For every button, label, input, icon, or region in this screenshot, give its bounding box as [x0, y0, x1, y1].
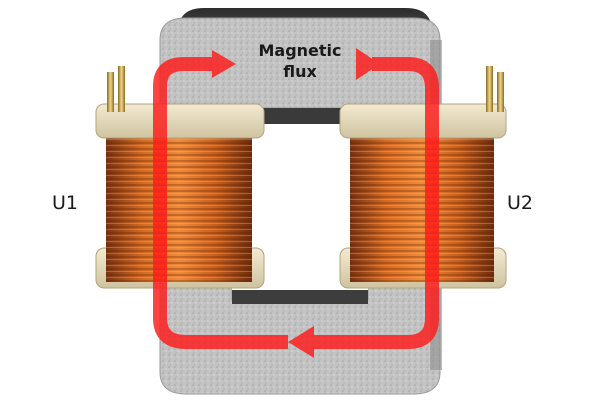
flux-arrow-top-right-icon — [356, 48, 380, 80]
primary-bobbin-top-flange — [95, 103, 265, 139]
core-window-top-depth — [232, 108, 368, 124]
primary-terminal-1 — [107, 72, 114, 112]
magnetic-flux-label: Magnetic flux — [236, 40, 364, 82]
primary-coil — [95, 66, 265, 289]
flux-arrow-top-left-icon — [212, 50, 236, 78]
secondary-bobbin-top-flange — [339, 103, 507, 139]
secondary-winding-lines — [350, 128, 494, 282]
primary-terminal-2 — [118, 66, 125, 112]
magnetic-flux-label-line1: Magnetic — [258, 41, 342, 60]
secondary-coil — [339, 66, 507, 289]
secondary-voltage-label: U2 — [507, 192, 533, 214]
magnetic-flux-label-line2: flux — [283, 62, 317, 81]
flux-loop — [153, 48, 439, 358]
core-window-bottom-depth — [232, 290, 368, 304]
secondary-terminal-1 — [486, 66, 493, 112]
primary-voltage-label: U1 — [52, 192, 78, 214]
secondary-terminal-2 — [497, 72, 504, 112]
flux-path-top-left — [153, 57, 214, 300]
flux-path-bottom-left — [153, 298, 288, 349]
primary-winding-lines — [106, 128, 252, 282]
flux-arrow-bottom-icon — [288, 326, 314, 358]
flux-path-right — [312, 57, 439, 349]
